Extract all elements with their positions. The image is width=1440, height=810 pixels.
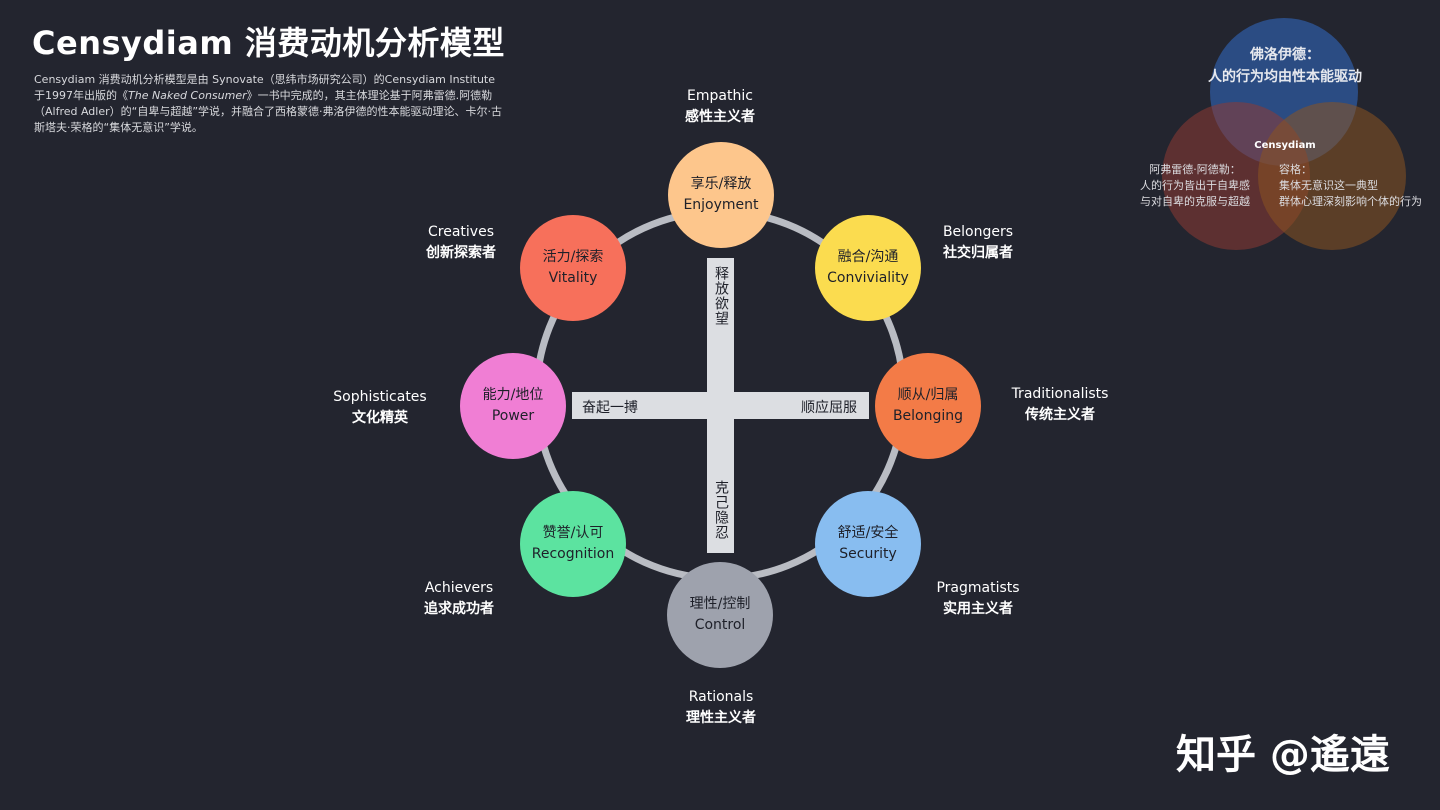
node-cn: 舒适/安全 — [837, 525, 899, 541]
node-en: Control — [694, 617, 746, 633]
node-en: Conviviality — [827, 270, 909, 286]
node-en: Belonging — [892, 408, 964, 424]
node-power: 能力/地位 Power — [460, 353, 566, 459]
adler-title: 阿弗雷德·阿德勒： — [1149, 163, 1241, 176]
label-en: Rationals — [688, 689, 754, 705]
axis-label-bottom: 克己隐忍 — [713, 480, 729, 540]
intro-text-1: Censydiam 消费动机分析模型是由 Synovate（思纬市场研究公司）的… — [34, 73, 496, 102]
node-recognition: 赞誉/认可 Recognition — [520, 491, 626, 597]
venn-jung-text: 容格： 集体无意识这一典型 群体心理深刻影响个体的行为 — [1279, 162, 1439, 210]
label-sophisticates: Sophisticates 文化精英 — [300, 387, 460, 429]
axis-label-top: 释放欲望 — [713, 266, 729, 326]
label-cn: 感性主义者 — [685, 109, 755, 125]
adler-line-2: 与对自卑的克服与超越 — [1140, 195, 1250, 208]
node-cn: 能力/地位 — [482, 387, 544, 403]
label-empathic: Empathic 感性主义者 — [640, 86, 800, 128]
node-vitality: 活力/探索 Vitality — [520, 215, 626, 321]
node-enjoyment: 享乐/释放 Enjoyment — [668, 142, 774, 248]
label-en: Creatives — [428, 224, 494, 240]
node-en: Recognition — [531, 546, 615, 562]
node-cn: 赞誉/认可 — [542, 525, 604, 541]
label-en: Pragmatists — [936, 580, 1020, 596]
node-cn: 享乐/释放 — [690, 176, 752, 192]
label-rationals: Rationals 理性主义者 — [641, 687, 801, 729]
venn-center-label: Censydiam — [1254, 140, 1316, 151]
venn-freud-text: 佛洛伊德： 人的行为均由性本能驱动 — [1160, 44, 1410, 88]
node-cn: 理性/控制 — [689, 596, 751, 612]
label-cn: 理性主义者 — [686, 710, 756, 726]
node-cn: 活力/探索 — [542, 249, 604, 265]
freud-desc: 人的行为均由性本能驱动 — [1208, 69, 1362, 85]
label-cn: 文化精英 — [352, 410, 408, 426]
node-en: Enjoyment — [683, 197, 759, 213]
horizontal-axis-bar — [572, 392, 869, 419]
label-cn: 传统主义者 — [1025, 407, 1095, 423]
node-cn: 顺从/归属 — [897, 387, 959, 403]
node-security: 舒适/安全 Security — [815, 491, 921, 597]
node-conviviality: 融合/沟通 Conviviality — [815, 215, 921, 321]
label-achievers: Achievers 追求成功者 — [379, 578, 539, 620]
axis-label-left: 奋起一搏 — [582, 400, 638, 416]
intro-text-2: 》一书中完成的，其主体理论基于阿弗雷德.阿德勒（Alfred Adler）的“自… — [34, 89, 503, 134]
label-en: Belongers — [942, 224, 1014, 240]
label-en: Achievers — [424, 580, 494, 596]
node-en: Power — [491, 408, 535, 424]
zhihu-watermark: 知乎 @遙遠 — [1176, 732, 1390, 778]
label-pragmatists: Pragmatists 实用主义者 — [898, 578, 1058, 620]
label-cn: 创新探索者 — [426, 245, 496, 261]
node-en: Security — [839, 546, 897, 562]
freud-title: 佛洛伊德： — [1250, 47, 1320, 63]
label-traditionalists: Traditionalists 传统主义者 — [980, 384, 1140, 426]
label-cn: 实用主义者 — [943, 601, 1013, 617]
label-en: Traditionalists — [1011, 386, 1109, 402]
node-control: 理性/控制 Control — [667, 562, 773, 668]
intro-paragraph: Censydiam 消费动机分析模型是由 Synovate（思纬市场研究公司）的… — [34, 72, 504, 136]
label-belongers: Belongers 社交归属者 — [898, 222, 1058, 264]
label-en: Sophisticates — [333, 389, 427, 405]
node-belonging: 顺从/归属 Belonging — [875, 353, 981, 459]
label-en: Empathic — [687, 88, 753, 104]
node-en: Vitality — [548, 270, 598, 286]
page-title: Censydiam 消费动机分析模型 — [32, 24, 505, 62]
node-cn: 融合/沟通 — [837, 249, 899, 265]
adler-line-1: 人的行为皆出于自卑感 — [1140, 179, 1250, 192]
venn-circle-jung — [1258, 102, 1406, 250]
axis-label-right: 顺应屈服 — [801, 400, 857, 416]
venn-adler-text: 阿弗雷德·阿德勒： 人的行为皆出于自卑感 与对自卑的克服与超越 — [1120, 162, 1270, 210]
jung-line-2: 群体心理深刻影响个体的行为 — [1279, 195, 1422, 208]
jung-title: 容格： — [1279, 163, 1312, 176]
jung-line-1: 集体无意识这一典型 — [1279, 179, 1378, 192]
label-cn: 社交归属者 — [943, 245, 1013, 261]
label-cn: 追求成功者 — [424, 601, 494, 617]
intro-book-title: The Naked Consumer — [128, 89, 247, 102]
theory-venn-diagram: 佛洛伊德： 人的行为均由性本能驱动 Censydiam 阿弗雷德·阿德勒： 人的… — [1100, 10, 1440, 260]
label-creatives: Creatives 创新探索者 — [381, 222, 541, 264]
